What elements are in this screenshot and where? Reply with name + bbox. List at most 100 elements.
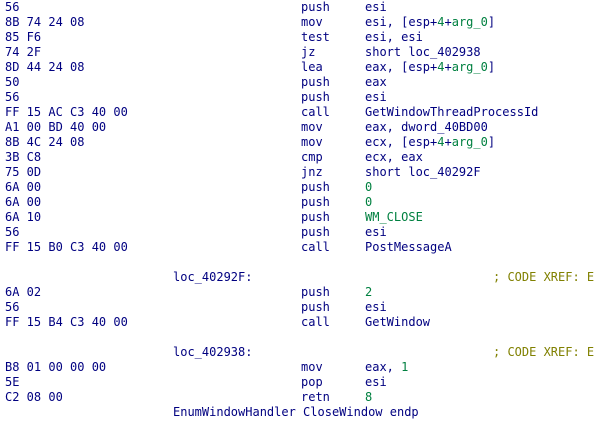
mnemonic[interactable]: test xyxy=(301,30,330,44)
mnemonic[interactable]: push xyxy=(301,0,330,14)
instruction-row[interactable]: 6A 10 push WM_CLOSE xyxy=(0,210,599,225)
mnemonic[interactable]: pop xyxy=(301,375,323,389)
instruction-row[interactable]: 74 2F jz short loc_402938 xyxy=(0,45,599,60)
operands[interactable]: GetWindow xyxy=(365,315,430,330)
operands[interactable]: ecx, eax xyxy=(365,150,423,165)
instruction-row[interactable]: 85 F6 test esi, esi xyxy=(0,30,599,45)
mnemonic[interactable]: push xyxy=(301,210,330,224)
operands[interactable]: eax, dword_40BD00 xyxy=(365,120,488,135)
operands[interactable]: 2 xyxy=(365,285,372,300)
mnemonic[interactable]: call xyxy=(301,315,330,329)
operands[interactable]: esi xyxy=(365,0,387,15)
operand-constant: 2 xyxy=(365,285,373,299)
operand-text: esi xyxy=(365,375,387,389)
mnemonic[interactable]: cmp xyxy=(301,150,323,164)
instruction-row[interactable]: C2 08 00 retn 8 xyxy=(0,390,599,405)
operand-constant: 4 xyxy=(437,135,445,149)
mnemonic[interactable]: push xyxy=(301,90,330,104)
operands[interactable]: esi, esi xyxy=(365,30,423,45)
operands[interactable]: 0 xyxy=(365,195,372,210)
operands[interactable]: esi, [esp+4+arg_0] xyxy=(365,15,495,30)
xref-comment[interactable]: ; CODE XREF: E xyxy=(493,270,595,284)
operands[interactable]: eax xyxy=(365,75,387,90)
operands[interactable]: short loc_40292F xyxy=(365,165,481,180)
operand-text: ecx, [esp+ xyxy=(365,135,438,149)
code-label-row[interactable]: loc_402938: ; CODE XREF: E xyxy=(0,345,599,360)
symbol-reference[interactable]: PostMessageA xyxy=(365,240,452,254)
operand-text: eax, xyxy=(365,360,402,374)
operand-text: eax, [esp+ xyxy=(365,60,438,74)
operand-constant: 0 xyxy=(365,195,373,209)
operand-constant: arg_0 xyxy=(451,60,488,74)
operands[interactable]: 8 xyxy=(365,390,372,405)
mnemonic[interactable]: push xyxy=(301,180,330,194)
operand-constant: 8 xyxy=(365,390,373,404)
operands[interactable]: esi xyxy=(365,90,387,105)
operand-text: esi, esi xyxy=(365,30,423,44)
operands[interactable]: esi xyxy=(365,225,387,240)
opcode-bytes: 85 F6 xyxy=(5,30,42,44)
operand-text: eax xyxy=(365,75,387,89)
mnemonic[interactable]: mov xyxy=(301,15,323,29)
operands[interactable]: WM_CLOSE xyxy=(365,210,423,225)
operand-constant: 4 xyxy=(437,60,445,74)
operand-text: esi xyxy=(365,90,387,104)
opcode-bytes: 6A 10 xyxy=(5,210,42,224)
mnemonic[interactable]: mov xyxy=(301,360,323,374)
opcode-bytes: 74 2F xyxy=(5,45,42,59)
operand-text: + xyxy=(444,135,452,149)
blank-line xyxy=(0,330,599,345)
mnemonic[interactable]: push xyxy=(301,195,330,209)
mnemonic[interactable]: lea xyxy=(301,60,323,74)
xref-comment[interactable]: ; CODE XREF: E xyxy=(493,345,595,359)
mnemonic[interactable]: jz xyxy=(301,45,316,59)
mnemonic[interactable]: call xyxy=(301,240,330,254)
operands[interactable]: PostMessageA xyxy=(365,240,452,255)
operands[interactable]: eax, 1 xyxy=(365,360,408,375)
mnemonic[interactable]: call xyxy=(301,105,330,119)
mnemonic[interactable]: mov xyxy=(301,135,323,149)
operands[interactable]: 0 xyxy=(365,180,372,195)
operands[interactable]: eax, [esp+4+arg_0] xyxy=(365,60,495,75)
operands[interactable]: GetWindowThreadProcessId xyxy=(365,105,538,120)
operands[interactable]: esi xyxy=(365,375,387,390)
code-label[interactable]: loc_402938: xyxy=(173,345,253,359)
code-label[interactable]: loc_40292F: xyxy=(173,270,253,284)
mnemonic[interactable]: mov xyxy=(301,120,323,134)
symbol-reference[interactable]: GetWindowThreadProcessId xyxy=(365,105,539,119)
symbol-reference[interactable]: GetWindow xyxy=(365,315,431,329)
opcode-bytes: C2 08 00 xyxy=(5,390,63,404)
code-label-row[interactable]: loc_40292F: ; CODE XREF: E xyxy=(0,270,599,285)
mnemonic[interactable]: push xyxy=(301,75,330,89)
blank-line xyxy=(0,255,599,270)
operands[interactable]: esi xyxy=(365,300,387,315)
mnemonic[interactable]: retn xyxy=(301,390,330,404)
function-end-row[interactable]: EnumWindowHandler CloseWindow endp xyxy=(0,405,599,420)
mnemonic[interactable]: push xyxy=(301,300,330,314)
operands[interactable]: ecx, [esp+4+arg_0] xyxy=(365,135,495,150)
mnemonic[interactable]: push xyxy=(301,225,330,239)
operands[interactable]: short loc_402938 xyxy=(365,45,481,60)
mnemonic[interactable]: push xyxy=(301,285,330,299)
mnemonic[interactable]: jnz xyxy=(301,165,323,179)
